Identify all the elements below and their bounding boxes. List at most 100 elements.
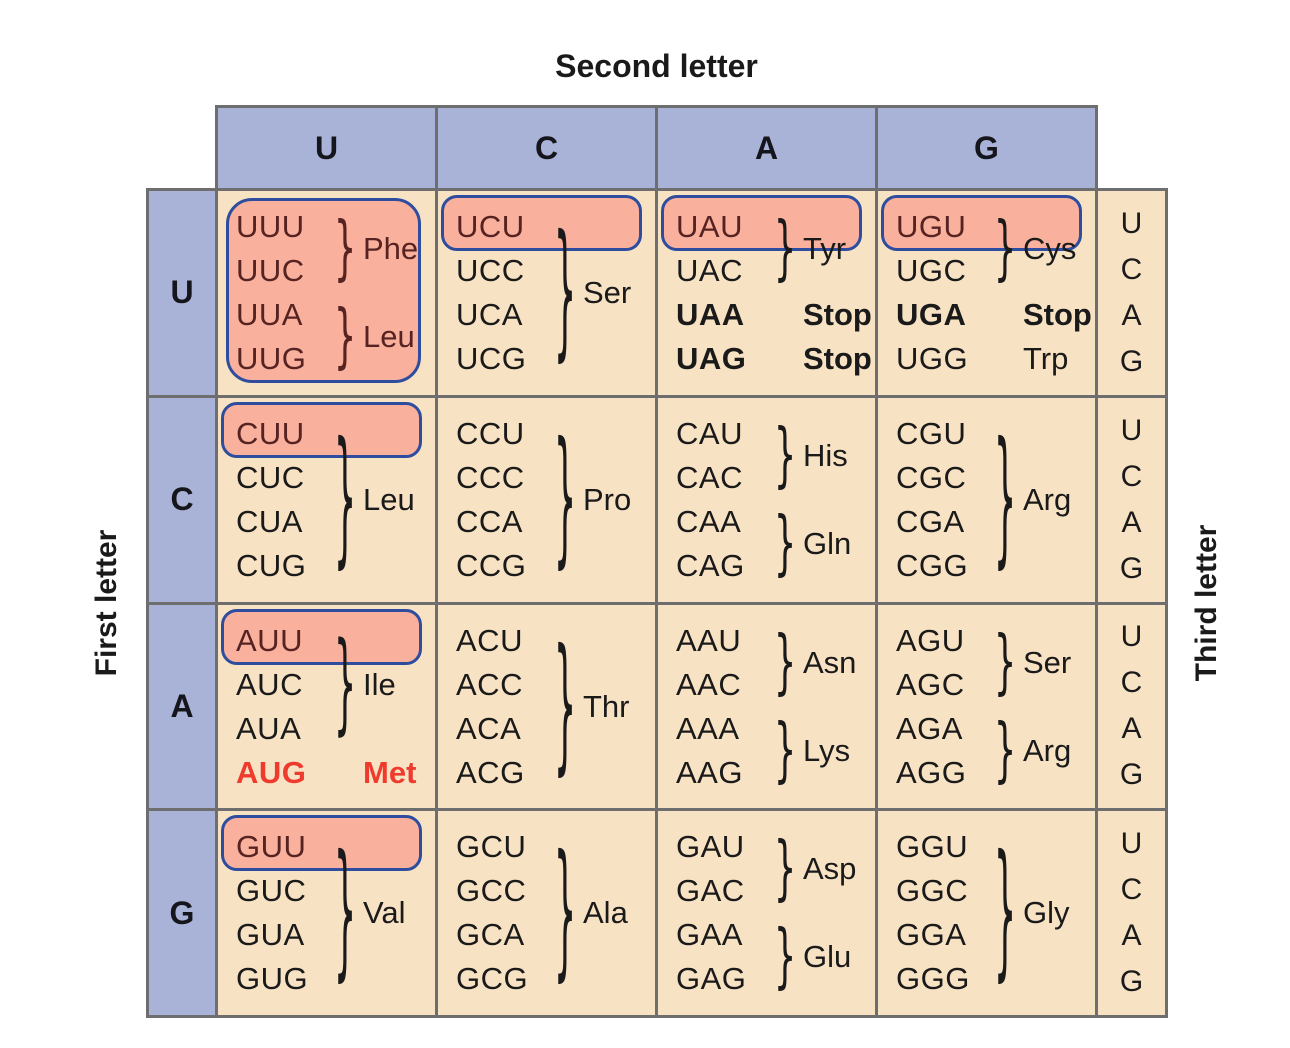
codon-label: ACU — [456, 622, 523, 658]
third-letter-A-C: C — [1120, 666, 1143, 700]
amino-acid-label: Phe — [363, 231, 419, 266]
codon-label: AGC — [896, 666, 965, 702]
codon-label: UGA — [896, 297, 967, 332]
third-letter-C-C: C — [1120, 459, 1143, 493]
third-letter-G-U: U — [1120, 827, 1143, 861]
brace-glyph: } — [993, 826, 1017, 997]
brace-glyph: } — [333, 619, 357, 747]
brace-glyph: } — [773, 207, 797, 289]
brace-icon: } — [771, 412, 799, 500]
amino-acid-label: Stop — [803, 297, 872, 332]
third-letter-U-C: C — [1120, 252, 1143, 286]
codon-label: GAG — [676, 961, 747, 997]
codon-label: CCU — [456, 415, 525, 451]
amino-acid-label: Asn — [803, 644, 857, 680]
row-header-G: G — [149, 811, 215, 1015]
column-header-G: G — [878, 108, 1095, 188]
codon-label: UAU — [676, 209, 743, 244]
brace-glyph: } — [553, 619, 577, 791]
brace-icon: } — [551, 619, 579, 795]
codon-label: AUA — [236, 710, 302, 746]
highlight-box-UA — [661, 195, 862, 251]
amino-acid-label: Asp — [803, 851, 857, 887]
codon-label: GGG — [896, 961, 970, 997]
brace-icon: } — [551, 825, 579, 1001]
brace-icon: } — [331, 412, 359, 588]
codon-label: UGC — [896, 253, 967, 288]
amino-acid-label: Gly — [1023, 895, 1070, 931]
third-letter-A-G: G — [1119, 758, 1144, 792]
brace-glyph: } — [553, 412, 577, 584]
codon-label: ACA — [456, 710, 522, 746]
brace-glyph: } — [333, 412, 357, 584]
codon-label: UAA — [676, 297, 745, 332]
codon-label: AGG — [896, 754, 967, 790]
brace-icon: } — [991, 825, 1019, 1001]
codon-label: AUU — [236, 622, 303, 658]
highlight-box-CU — [221, 401, 422, 458]
brace-icon: } — [771, 205, 799, 293]
third-letter-title: Third letter — [1190, 524, 1223, 682]
codon-label: CUU — [236, 415, 305, 451]
highlight-box-UU — [226, 198, 421, 383]
brace-icon: } — [991, 619, 1019, 707]
codon-label: GCU — [456, 829, 527, 865]
brace-glyph: } — [773, 620, 797, 703]
brace-glyph: } — [773, 915, 797, 998]
codon-label: UAG — [676, 341, 747, 376]
brace-glyph: } — [553, 205, 577, 377]
codon-label: CCC — [456, 459, 525, 495]
third-letter-G-G: G — [1119, 965, 1144, 999]
third-letter-C-G: G — [1119, 551, 1144, 585]
third-letter-G-A: A — [1121, 919, 1142, 953]
codon-label: CAG — [676, 547, 745, 583]
codon-label: CGU — [896, 415, 967, 451]
codon-label: GCA — [456, 917, 525, 953]
third-letter-C-U: U — [1120, 413, 1143, 447]
codon-label: ACG — [456, 754, 525, 790]
brace-icon: } — [991, 205, 1019, 293]
row-header-U: U — [149, 191, 215, 395]
codon-label: GAA — [676, 917, 743, 953]
brace-glyph: } — [993, 620, 1017, 703]
codon-label: AGU — [896, 622, 965, 658]
brace-icon: } — [331, 205, 359, 293]
brace-icon: } — [551, 412, 579, 588]
codon-label: ACC — [456, 666, 523, 702]
amino-acid-label: His — [803, 437, 848, 473]
codon-label: CCG — [456, 547, 527, 583]
codon-label: UCG — [456, 341, 527, 376]
codon-label: AAU — [676, 622, 742, 658]
second-letter-title: Second letter — [555, 48, 758, 84]
codon-label: GUU — [236, 829, 307, 865]
first-letter-title: First letter — [90, 529, 123, 677]
amino-acid-label: Leu — [363, 319, 415, 354]
codon-label: AUC — [236, 666, 303, 702]
brace-glyph: } — [553, 826, 577, 997]
amino-acid-label: Stop — [803, 341, 872, 376]
column-header-A: A — [658, 108, 875, 188]
brace-icon: } — [991, 707, 1019, 795]
column-header-C: C — [438, 108, 655, 188]
codon-label: GGC — [896, 873, 969, 909]
brace-glyph: } — [773, 708, 797, 791]
codon-label: GCG — [456, 961, 529, 997]
amino-acid-label: Ser — [1023, 644, 1072, 680]
codon-label: GCC — [456, 873, 527, 909]
